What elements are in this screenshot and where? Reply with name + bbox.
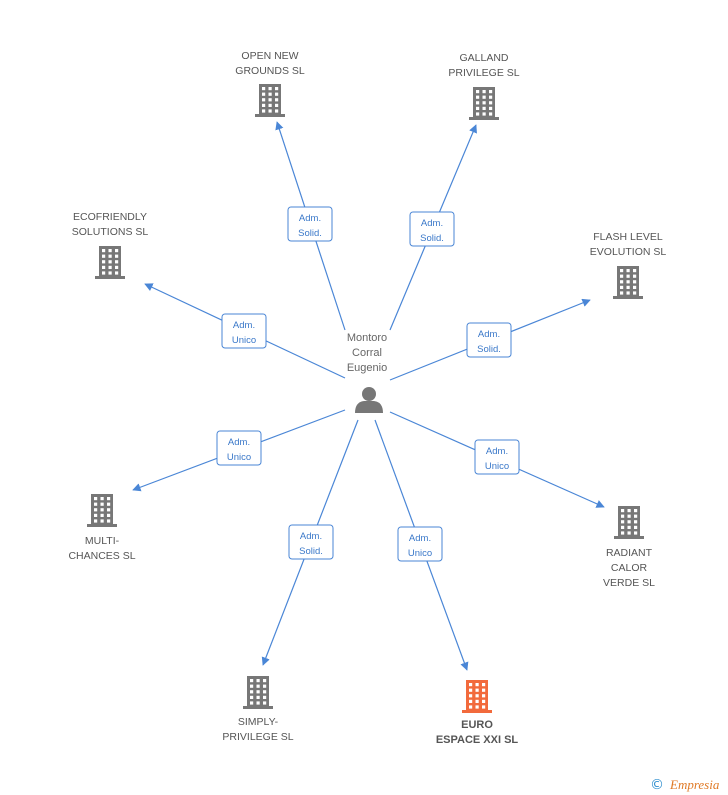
role-text: Solid.	[298, 228, 322, 239]
company-name-line: GROUNDS SL	[235, 65, 305, 77]
building-icon	[613, 266, 643, 299]
role-text: Solid.	[420, 233, 444, 244]
role-text: Solid.	[477, 344, 501, 355]
brand-name: Empresia	[669, 777, 720, 792]
company-name-line: ESPACE XXI SL	[436, 734, 519, 746]
company-name-line: MULTI-	[85, 535, 120, 547]
company-name-line: ECOFRIENDLY	[73, 211, 147, 223]
company-name-line: PRIVILEGE SL	[222, 731, 293, 743]
company-node-radiant-calor-verde[interactable]: RADIANT CALOR VERDE SL	[603, 506, 655, 589]
building-icon	[243, 676, 273, 709]
role-text: Adm.	[228, 437, 250, 448]
company-name-line: EVOLUTION SL	[590, 246, 667, 258]
role-text: Unico	[227, 452, 251, 463]
company-nodes-layer: OPEN NEW GROUNDS SL GALLAND PRIVILEGE SL ECO…	[68, 50, 666, 746]
company-node-galland-privilege[interactable]: GALLAND PRIVILEGE SL	[448, 52, 520, 120]
building-icon	[614, 506, 644, 539]
company-node-simply-privilege[interactable]: SIMPLY- PRIVILEGE SL	[222, 676, 294, 743]
person-name-line-1: Montoro	[347, 332, 387, 344]
company-name-line: CALOR	[611, 562, 648, 574]
role-text: Adm.	[299, 213, 321, 224]
company-name-line: RADIANT	[606, 547, 653, 559]
role-text: Unico	[408, 548, 432, 559]
company-node-multi-chances[interactable]: MULTI- CHANCES SL	[68, 494, 136, 562]
company-name-line: VERDE SL	[603, 577, 655, 589]
role-badge-multi-chances[interactable]: Adm. Unico	[216, 430, 262, 466]
company-name-line: PRIVILEGE SL	[448, 67, 519, 79]
copyright-symbol: ©	[650, 777, 664, 793]
company-name-line: SIMPLY-	[238, 716, 279, 728]
role-text: Unico	[232, 335, 256, 346]
role-text: Solid.	[299, 546, 323, 557]
building-icon	[255, 84, 285, 117]
role-badge-flash-level-evolution[interactable]: Adm. Solid.	[466, 322, 512, 358]
role-badge-radiant-calor-verde[interactable]: Adm. Unico	[474, 439, 520, 475]
role-labels-layer: Adm.Solid.Adm.Solid.Adm.UnicoAdm.Solid.A…	[216, 206, 520, 562]
company-node-euro-espace-xxi[interactable]: EURO ESPACE XXI SL	[436, 680, 519, 746]
building-icon	[87, 494, 117, 527]
building-icon	[469, 87, 499, 120]
role-text: Adm.	[409, 533, 431, 544]
building-icon	[95, 246, 125, 279]
person-icon	[355, 387, 383, 413]
role-text: Adm.	[300, 531, 322, 542]
role-badge-ecofriendly-solutions[interactable]: Adm. Unico	[221, 313, 267, 349]
company-name-line: EURO	[461, 719, 493, 731]
company-node-ecofriendly-solutions[interactable]: ECOFRIENDLY SOLUTIONS SL	[72, 211, 149, 279]
role-text: Adm.	[478, 329, 500, 340]
role-badge-euro-espace-xxi[interactable]: Adm. Unico	[397, 526, 443, 562]
role-text: Unico	[485, 461, 509, 472]
company-node-flash-level-evolution[interactable]: FLASH LEVEL EVOLUTION SL	[590, 231, 667, 299]
footer-brand: © Empresia	[650, 777, 720, 793]
person-name-line-2: Corral	[352, 347, 382, 359]
person-node[interactable]: Montoro Corral Eugenio	[347, 332, 387, 413]
role-badge-open-new-grounds[interactable]: Adm. Solid.	[287, 206, 333, 242]
role-badge-galland-privilege[interactable]: Adm. Solid.	[409, 211, 455, 247]
role-text: Adm.	[421, 218, 443, 229]
role-text: Adm.	[486, 446, 508, 457]
company-name-line: OPEN NEW	[241, 50, 298, 62]
company-node-open-new-grounds[interactable]: OPEN NEW GROUNDS SL	[235, 50, 305, 117]
role-text: Adm.	[233, 320, 255, 331]
company-name-line: SOLUTIONS SL	[72, 226, 149, 238]
company-name-line: CHANCES SL	[68, 550, 135, 562]
role-badge-simply-privilege[interactable]: Adm. Solid.	[288, 524, 334, 560]
company-name-line: GALLAND	[459, 52, 508, 64]
company-name-line: FLASH LEVEL	[593, 231, 663, 243]
person-name-line-3: Eugenio	[347, 362, 387, 374]
building-icon	[462, 680, 492, 713]
